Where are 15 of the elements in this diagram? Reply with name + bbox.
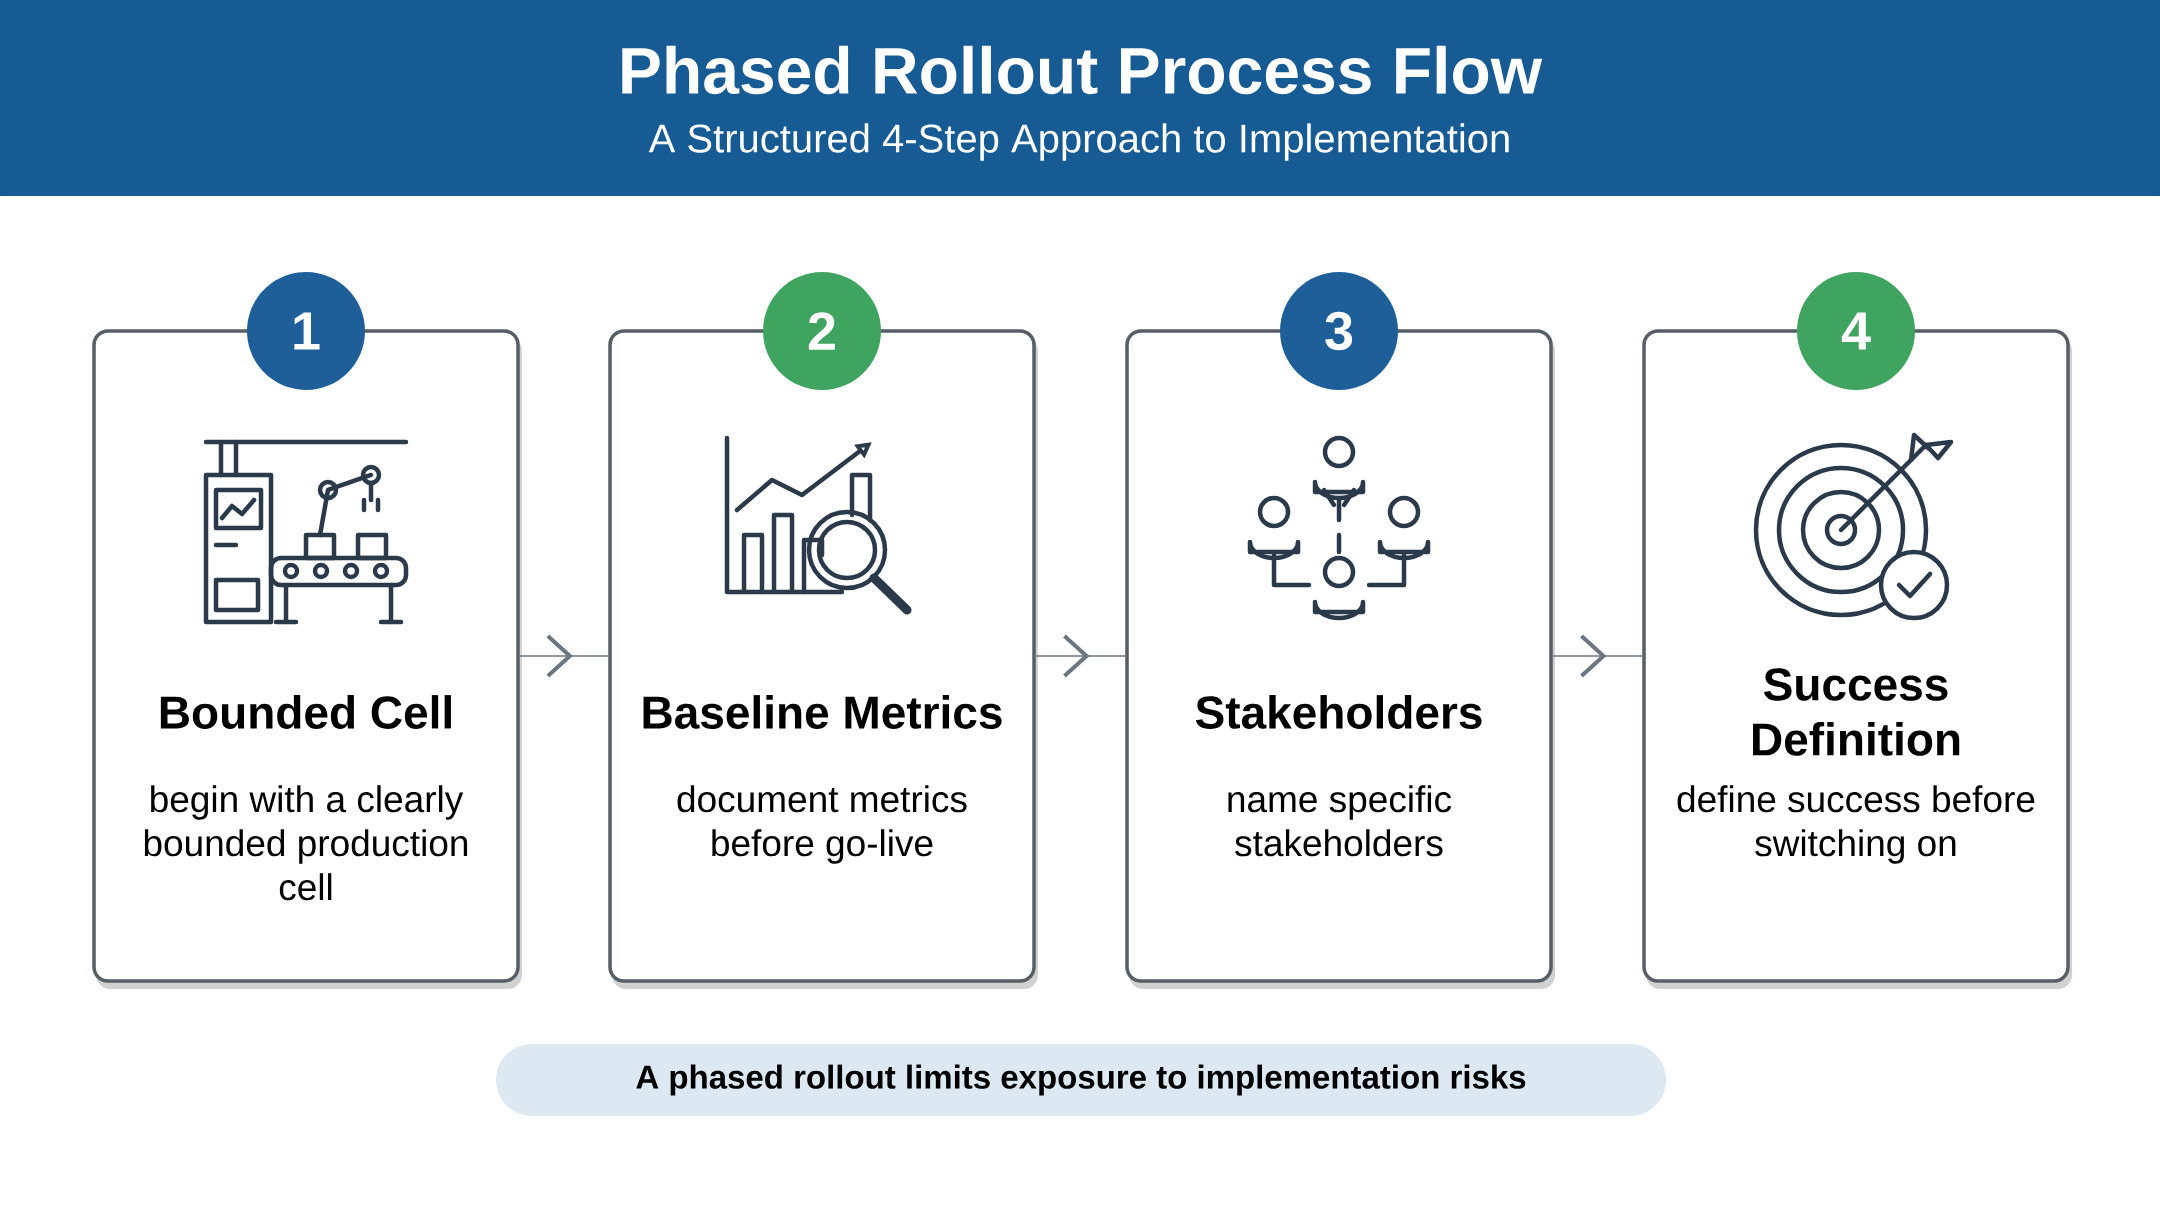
- step-description: document metrics before go-live: [677, 785, 967, 864]
- summary-banner: A phased rollout limits exposure to implementation risks: [496, 1044, 1666, 1116]
- step-number: 1: [247, 272, 365, 390]
- step-description: define success before switching on: [1677, 785, 2035, 864]
- step-heading: Baseline Metrics: [643, 695, 1002, 729]
- step-description: name specific stakeholders: [1228, 785, 1452, 857]
- step-number: 4: [1797, 272, 1915, 390]
- step-description: begin with a clearly bounded production cell: [144, 785, 468, 901]
- step-heading: Stakeholders: [1195, 695, 1482, 729]
- step-number: 3: [1280, 272, 1398, 390]
- title: Phased Rollout Process Flow: [622, 45, 1543, 95]
- step-number: 2: [763, 272, 881, 390]
- step-heading: Success Definition: [1753, 668, 1960, 756]
- step-heading: Bounded Cell: [160, 695, 451, 729]
- subtitle: A Structured 4-Step Approach to Implementation: [648, 123, 1509, 161]
